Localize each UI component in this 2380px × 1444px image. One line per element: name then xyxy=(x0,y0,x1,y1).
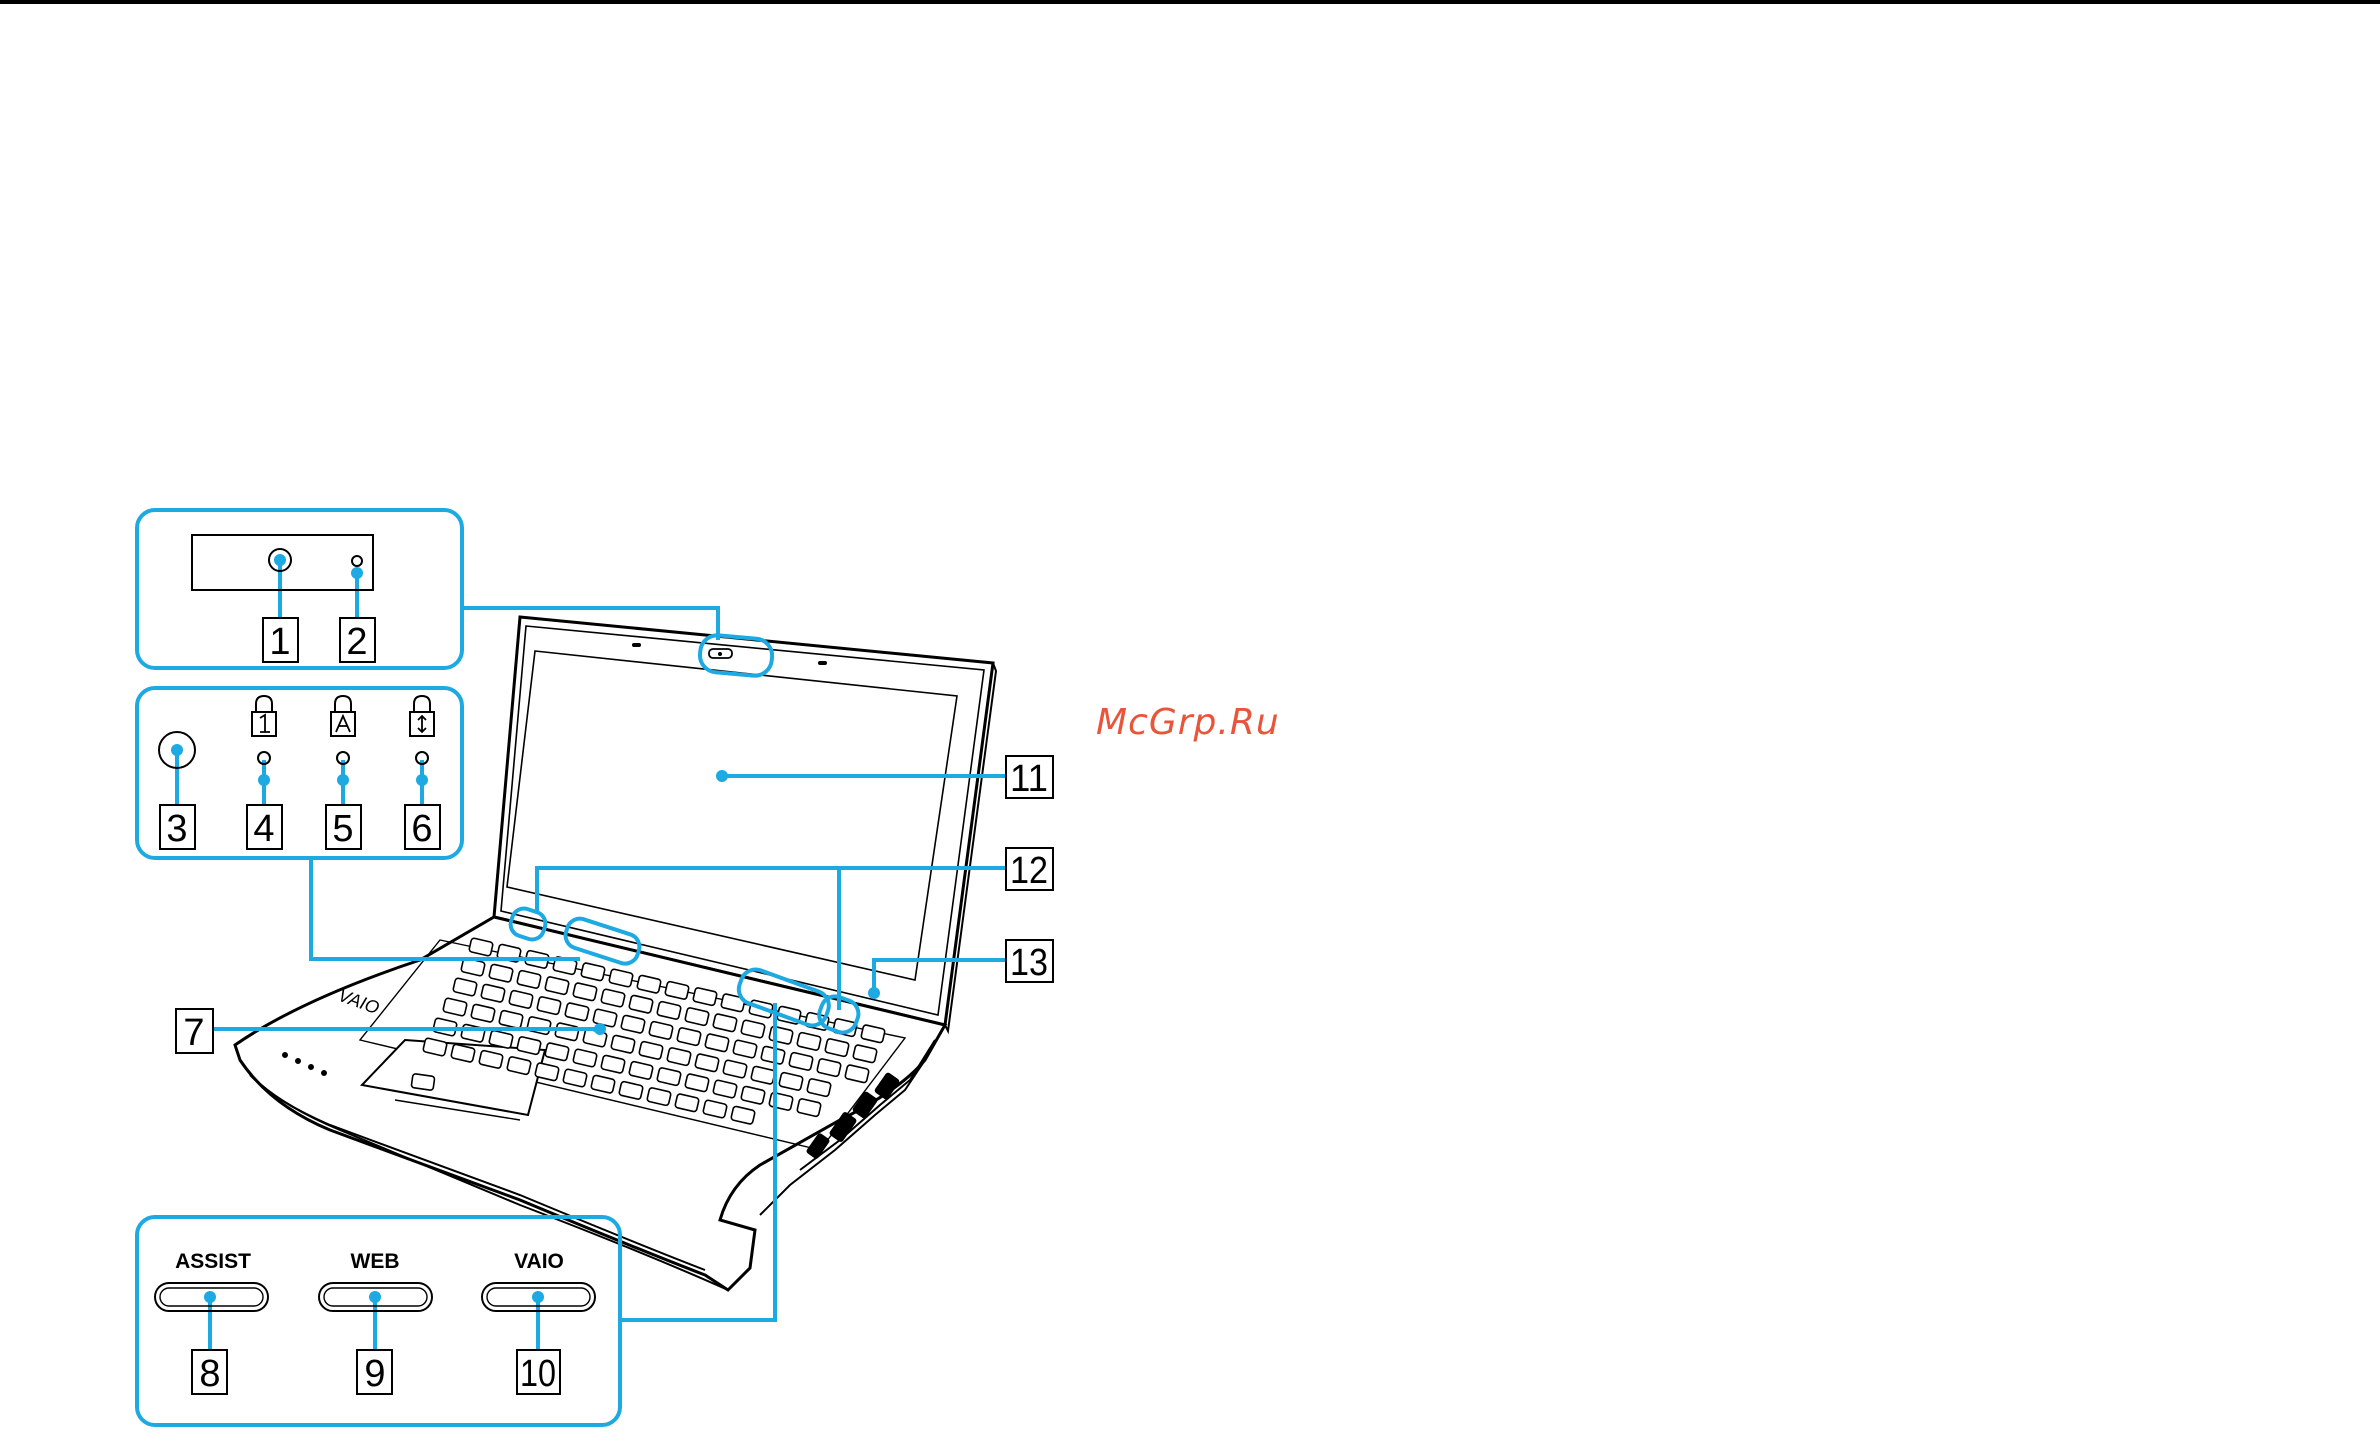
callout-11: 11 xyxy=(1006,756,1053,800)
watermark-text: McGrp.Ru xyxy=(1096,702,1280,743)
callout-10: 10 xyxy=(517,1350,560,1395)
svg-text:5: 5 xyxy=(332,808,353,850)
svg-text:13: 13 xyxy=(1010,942,1048,984)
callout-13: 13 xyxy=(1006,940,1053,984)
svg-text:11: 11 xyxy=(1010,758,1048,800)
callout-8: 8 xyxy=(192,1350,227,1395)
callout-9: 9 xyxy=(357,1350,392,1395)
laptop-illustration xyxy=(235,617,996,1290)
assist-label: ASSIST xyxy=(175,1250,251,1273)
callout-12: 12 xyxy=(1006,848,1053,892)
svg-text:10: 10 xyxy=(520,1353,556,1395)
scroll-lock-icon xyxy=(410,696,434,736)
svg-text:3: 3 xyxy=(166,808,187,850)
vaio-label: VAIO xyxy=(514,1250,564,1273)
callout-1: 1 xyxy=(263,618,298,663)
svg-text:4: 4 xyxy=(253,808,274,850)
caps-lock-icon xyxy=(331,696,355,736)
callout-2: 2 xyxy=(340,618,375,663)
svg-text:9: 9 xyxy=(364,1353,385,1395)
web-label: WEB xyxy=(351,1250,400,1273)
svg-text:1: 1 xyxy=(269,621,290,663)
callout-4: 4 xyxy=(247,805,282,850)
camera-indicator-icon xyxy=(352,556,362,566)
svg-text:8: 8 xyxy=(199,1353,220,1395)
indicator-detail xyxy=(159,696,434,768)
callout-3: 3 xyxy=(160,805,195,850)
callout-6: 6 xyxy=(405,805,440,850)
svg-text:7: 7 xyxy=(183,1012,204,1054)
callout-5: 5 xyxy=(326,805,361,850)
svg-text:2: 2 xyxy=(346,621,367,663)
num-lock-icon xyxy=(252,696,276,736)
svg-text:12: 12 xyxy=(1010,850,1048,892)
callout-7: 7 xyxy=(176,1009,213,1054)
svg-text:6: 6 xyxy=(411,808,432,850)
